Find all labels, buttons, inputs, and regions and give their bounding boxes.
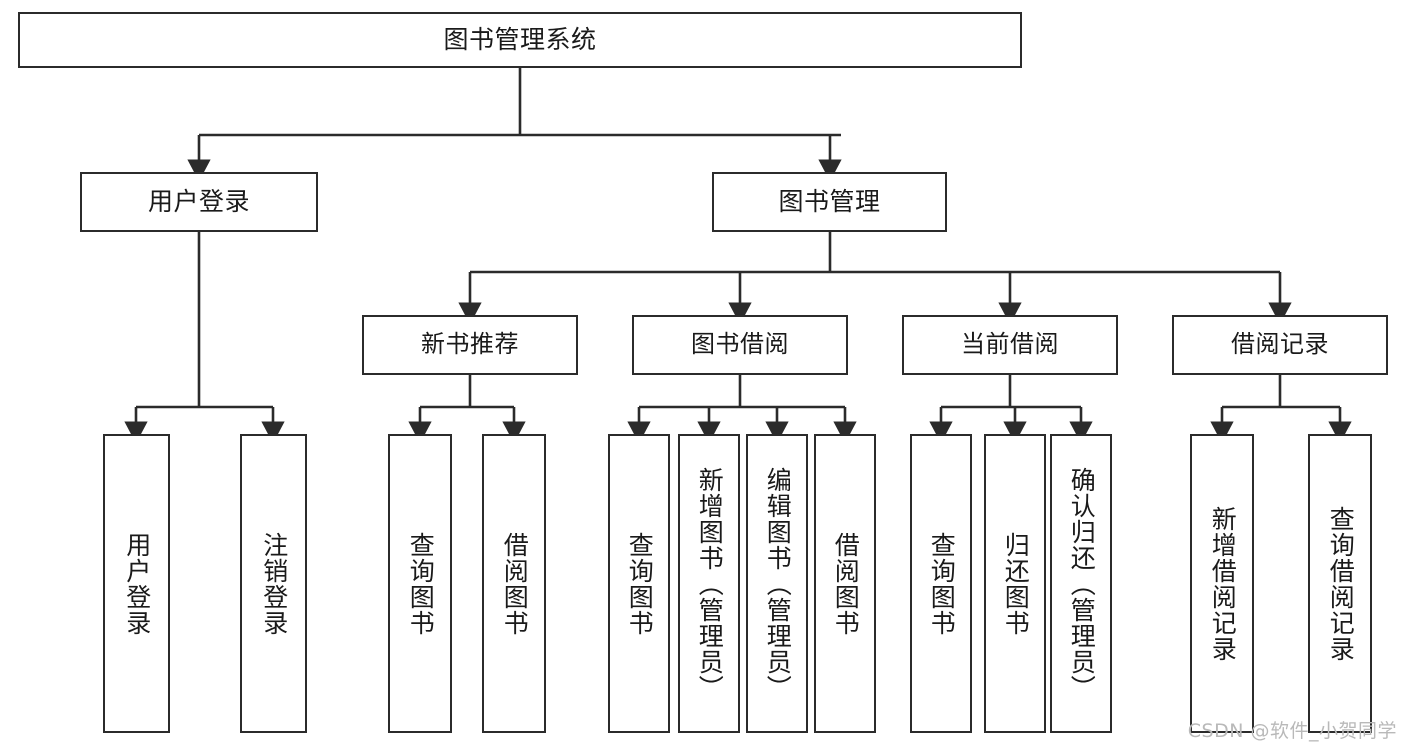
- node-current-borrow[interactable]: 当前借阅: [902, 315, 1118, 375]
- node-borrow-record[interactable]: 借阅记录: [1172, 315, 1388, 375]
- node-label-book-borrow: 图书借阅: [691, 330, 789, 359]
- node-label-current-borrow: 当前借阅: [961, 330, 1059, 359]
- node-label-leaf-user-login: 用户登录: [122, 531, 152, 636]
- node-leaf-borrow-book-2[interactable]: 借阅图书: [814, 434, 876, 733]
- node-label-leaf-query-book-2: 查询图书: [625, 531, 655, 636]
- node-leaf-borrow-book-1[interactable]: 借阅图书: [482, 434, 546, 733]
- node-label-leaf-add-book: 新增图书（管理员）: [695, 466, 725, 701]
- node-label-leaf-add-record: 新增借阅记录: [1208, 505, 1238, 662]
- node-book-borrow[interactable]: 图书借阅: [632, 315, 848, 375]
- node-leaf-query-book-2[interactable]: 查询图书: [608, 434, 670, 733]
- node-root[interactable]: 图书管理系统: [18, 12, 1022, 68]
- node-label-book-manage: 图书管理: [778, 186, 881, 216]
- node-new-book-rec[interactable]: 新书推荐: [362, 315, 578, 375]
- node-label-leaf-query-book-3: 查询图书: [927, 531, 957, 636]
- node-leaf-user-logout[interactable]: 注销登录: [240, 434, 307, 733]
- node-label-leaf-query-record: 查询借阅记录: [1326, 505, 1356, 662]
- node-user-login[interactable]: 用户登录: [80, 172, 318, 232]
- node-label-user-login: 用户登录: [147, 186, 250, 216]
- node-label-leaf-user-logout: 注销登录: [259, 531, 289, 636]
- node-label-leaf-query-book-1: 查询图书: [406, 531, 436, 636]
- node-label-leaf-borrow-book-2: 借阅图书: [831, 531, 861, 636]
- node-label-leaf-borrow-book-1: 借阅图书: [500, 531, 530, 636]
- node-label-new-book-rec: 新书推荐: [421, 330, 519, 359]
- node-label-leaf-edit-book: 编辑图书（管理员）: [763, 466, 793, 701]
- csdn-watermark: CSDN @软件_小贺同学: [1187, 720, 1397, 742]
- node-leaf-edit-book[interactable]: 编辑图书（管理员）: [746, 434, 808, 733]
- node-leaf-query-book-3[interactable]: 查询图书: [910, 434, 972, 733]
- node-leaf-add-book[interactable]: 新增图书（管理员）: [678, 434, 740, 733]
- node-label-root: 图书管理系统: [443, 24, 597, 54]
- node-label-borrow-record: 借阅记录: [1231, 330, 1329, 359]
- node-leaf-confirm-return[interactable]: 确认归还（管理员）: [1050, 434, 1112, 733]
- node-leaf-query-book-1[interactable]: 查询图书: [388, 434, 452, 733]
- node-book-manage[interactable]: 图书管理: [712, 172, 947, 232]
- node-leaf-add-record[interactable]: 新增借阅记录: [1190, 434, 1254, 733]
- node-label-leaf-confirm-return: 确认归还（管理员）: [1067, 466, 1097, 701]
- node-label-leaf-return-book: 归还图书: [1001, 531, 1031, 636]
- node-leaf-return-book[interactable]: 归还图书: [984, 434, 1046, 733]
- node-leaf-query-record[interactable]: 查询借阅记录: [1308, 434, 1372, 733]
- node-leaf-user-login[interactable]: 用户登录: [103, 434, 170, 733]
